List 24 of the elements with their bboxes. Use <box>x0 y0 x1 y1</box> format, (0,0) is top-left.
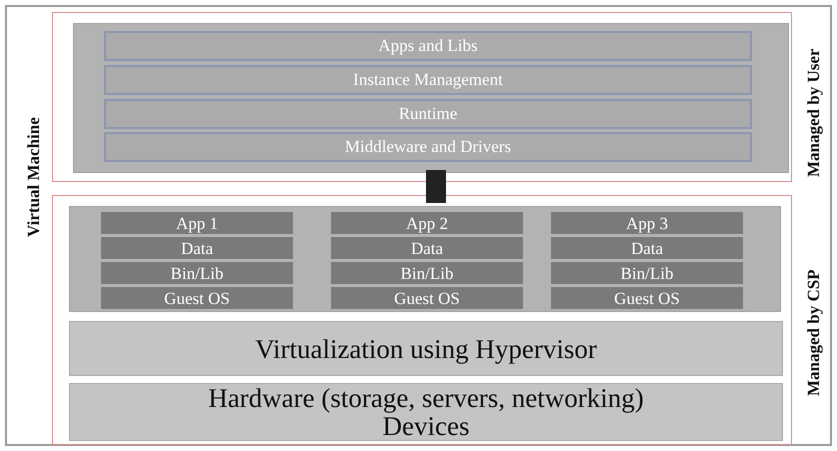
layer-bar: Runtime <box>104 99 752 129</box>
layer-bar: Apps and Libs <box>104 31 752 61</box>
layer-group-panel <box>69 206 781 312</box>
section-label: Virtual Machine <box>23 116 44 237</box>
container-layer-cell: App 3 <box>551 212 743 234</box>
container-layer-cell: Bin/Lib <box>101 262 293 284</box>
container-layer-cell: Guest OS <box>101 287 293 309</box>
container-layer-cell: Guest OS <box>331 287 523 309</box>
infrastructure-layer-bar: Virtualization using Hypervisor <box>69 321 783 376</box>
layer-bar: Instance Management <box>104 65 752 95</box>
container-layer-cell: Data <box>331 237 523 259</box>
virtual-machine-frame <box>5 5 832 446</box>
container-layer-cell: App 1 <box>101 212 293 234</box>
container-layer-cell: Guest OS <box>551 287 743 309</box>
container-layer-cell: Data <box>551 237 743 259</box>
container-layer-cell: Bin/Lib <box>331 262 523 284</box>
container-layer-cell: Bin/Lib <box>551 262 743 284</box>
connector-bar <box>426 170 446 203</box>
container-layer-cell: Data <box>101 237 293 259</box>
infrastructure-layer-bar: Hardware (storage, servers, networking) Devices <box>69 383 783 441</box>
layer-bar: Middleware and Drivers <box>104 132 752 162</box>
section-label: Managed by CSP <box>803 268 824 396</box>
section-label: Managed by User <box>803 48 824 177</box>
container-layer-cell: App 2 <box>331 212 523 234</box>
